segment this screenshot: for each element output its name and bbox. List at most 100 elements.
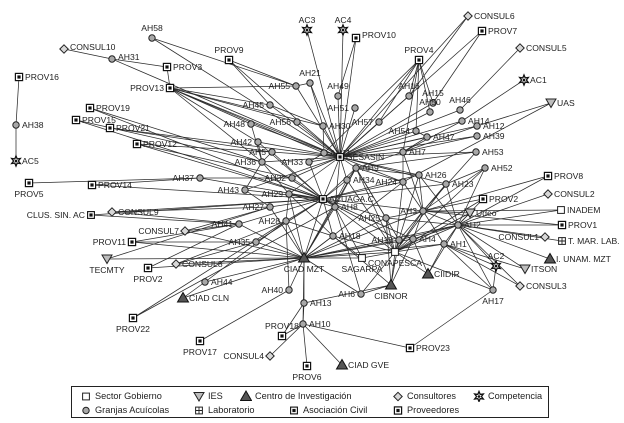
edge-ah3-ah53 [422,151,477,212]
edge-prov7-ah15 [432,30,483,104]
node-consul5: CONSUL5 [515,43,567,53]
edge-prov5-ah37 [28,177,201,184]
node-label: PROV19 [96,103,130,113]
node-prov16: PROV16 [14,72,59,82]
node-label: CONSUL10 [70,42,116,52]
edge-conapesca-ah1 [394,243,445,253]
edge-cibnor-ah25 [385,217,392,286]
edge-ah3-ah7 [402,151,424,212]
edge-ciad-mzt-ah4 [303,238,414,259]
node-label: AH2 [464,220,481,230]
edge-ciad-mzt-ah24 [303,181,404,259]
edge-gesasin-ah8 [334,156,341,208]
node-label: AH21 [299,68,321,78]
node-ah38: AH38 [12,120,44,130]
edge-gesasin-ah32 [291,156,341,179]
edge-cibnor-ah13 [303,284,392,304]
edge-acuaga-c-ah23 [322,183,447,200]
edge-acuaga-c-prov14 [91,184,324,200]
edge-conapesca-ah25 [385,217,396,253]
edge-tecmty-ah27 [106,206,271,260]
edge-ah2-consul2 [457,193,549,226]
node-consul4: CONSUL4 [223,351,275,361]
edge-ah9-ah8 [334,167,357,208]
node-ac2: AC2 [488,251,505,273]
edge-prov9-ah55 [228,59,297,87]
node-ah25: AH25 [359,213,390,223]
node-label: CIAD MZT [284,264,325,274]
node-label: PROV18 [265,321,299,331]
edge-ah3-ah52 [422,167,486,212]
legend-label: IES [208,390,223,401]
node-label: AH30 [329,121,351,131]
edge-ciad-mzt-ah1 [303,243,445,259]
edge-ah14-ah7 [402,120,463,153]
edge-prov13-ah45 [169,87,271,106]
node-label: AC3 [299,15,316,25]
node-label: AH31 [118,52,140,62]
legend-label: Centro de Investigación [255,390,352,401]
edge-cibnor-ah4 [390,238,414,286]
edge-ah3-ah26 [418,174,424,212]
node-label: AC5 [22,156,39,166]
edge-ah18-ah28 [285,220,334,237]
node-inadem: INADEM [557,205,600,215]
node-label: AH52 [491,163,513,173]
node-gesasin: GESASIN [336,152,384,162]
node-ah44: AH44 [201,277,233,287]
edge-ah3-udeo [422,210,471,214]
edge-ciidir-ah2 [427,224,459,275]
node-udeo: Udeo [464,208,497,219]
node-prov12: PROV12 [132,139,177,149]
node-label: AH32 [265,173,287,183]
node-ciidir: CIIDIR [421,267,460,279]
edge-conapesca-prov2 [394,198,484,253]
edge-ciad-mzt-ah27 [269,206,305,259]
node-ah47: AH47 [423,132,455,142]
edge-gesasin-ah46 [339,109,461,158]
node-ah23: AH23 [442,179,474,189]
node-ah8: AH8 [331,202,358,212]
legend-label: Proveedores [407,404,460,415]
edge-ah10-prov6 [302,323,308,367]
node-ah34: AH34 [343,175,375,185]
edge-prov4-ah54 [415,59,420,132]
edge-gesasin-ah54 [339,130,417,158]
edge-ah9-ah7 [355,151,404,169]
node-prov15: PROV15 [71,115,116,125]
node-label: AH43 [218,185,240,195]
node-ah49: AH49 [327,81,349,100]
node-label: AC2 [488,251,505,261]
edge-gesasin-acuaga-c [322,156,341,200]
legend-label: Consultores [407,390,457,401]
node-ah16: AH16 [398,81,420,100]
edge-acuaga-c-ah27 [269,198,324,208]
node-ah2: AH2 [454,220,481,230]
node-label: AH14 [468,116,490,126]
node-label: AH56 [270,117,292,127]
node-label: CONAPESCA [368,258,422,268]
node-ah12: AH12 [473,121,505,131]
edge-gesasin-ah55 [295,85,341,158]
edge-ciad-mzt-tecmty [106,257,305,260]
node-label: AH34 [353,175,375,185]
edge-gesasin-ah33 [308,156,341,163]
node-label: INADEM [567,205,600,215]
node-ciad-cln: CIAD CLN [176,291,229,303]
edge-acuaga-c-prov19 [89,107,324,200]
node-label: AH19 [372,235,394,245]
node-ah30: AH30 [319,121,351,131]
edge-acuaga-c-ah34 [322,179,348,200]
legend-item-granjas-acu-colas: Granjas Acuícolas [80,403,169,416]
node-ah50: AH50 [419,97,441,116]
node-clus-sin-ac: CLUS. SIN. AC [27,210,95,220]
edge-gesasin-ah15 [339,102,434,158]
node-ah1: AH1 [440,239,467,249]
legend-item-competencia: Competencia [473,389,542,402]
edge-prov22-ah28 [132,220,287,319]
node-ah19: AH19 [372,235,403,245]
node-ah42: AH42 [231,137,262,147]
edge-acuaga-c-ah18 [322,198,334,237]
node-ah28: AH28 [259,216,290,226]
